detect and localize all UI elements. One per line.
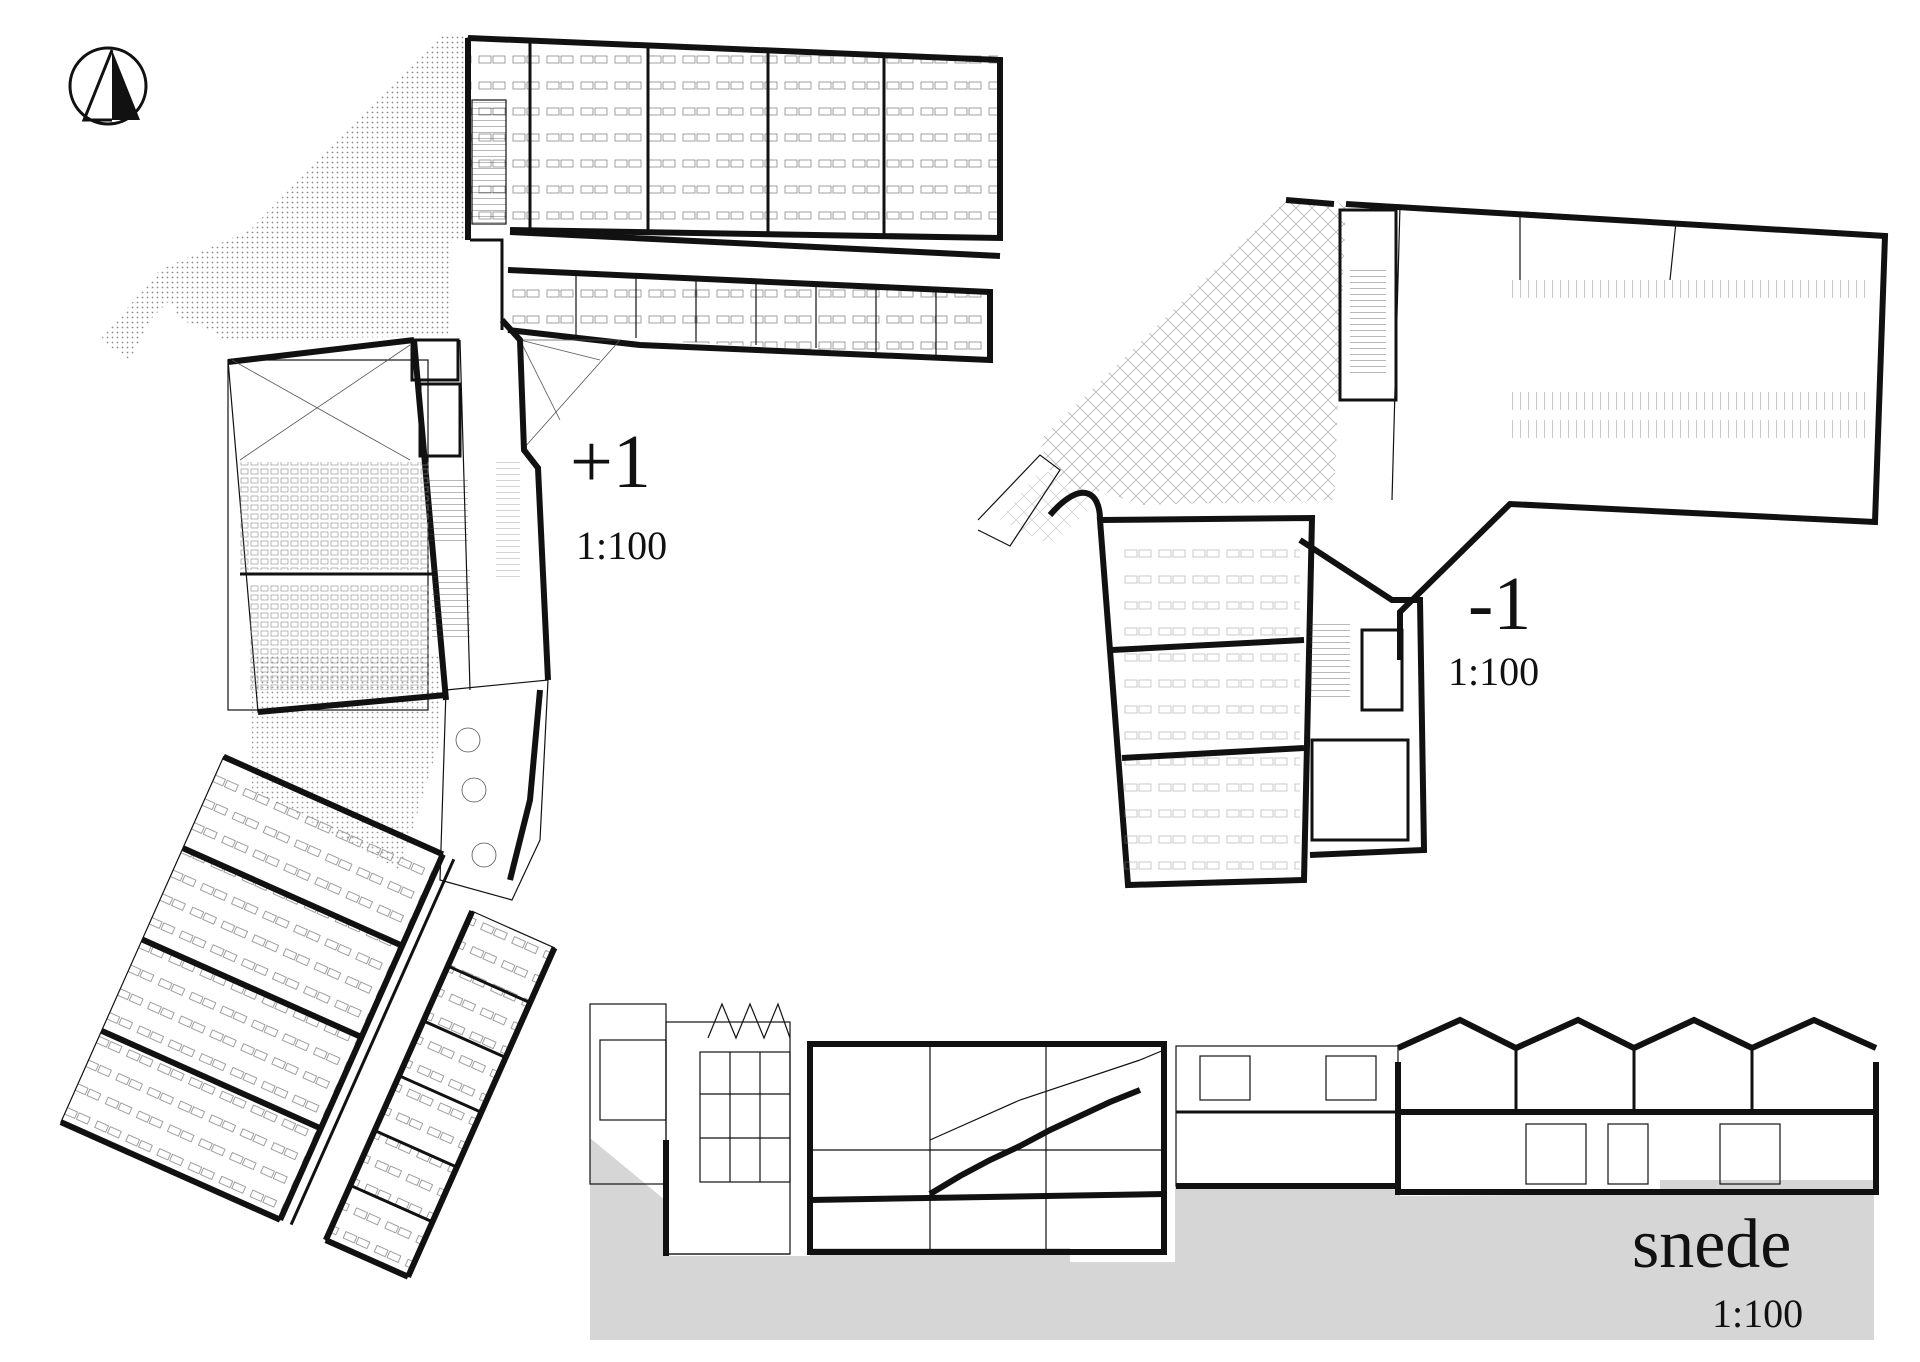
- north-arrow-icon: [68, 46, 148, 126]
- plan-upper-floor: [59, 35, 1003, 1280]
- section-label: snede: [1632, 1206, 1792, 1283]
- plan-lower-label: -1: [1468, 562, 1532, 646]
- building-section: [589, 1002, 1879, 1340]
- plan-lower-scale: 1:100: [1448, 649, 1540, 694]
- plan-lower-floor: [977, 197, 1889, 889]
- section-scale: 1:100: [1712, 1291, 1804, 1336]
- plan-upper-scale: 1:100: [576, 523, 668, 568]
- plan-upper-label: +1: [570, 420, 651, 504]
